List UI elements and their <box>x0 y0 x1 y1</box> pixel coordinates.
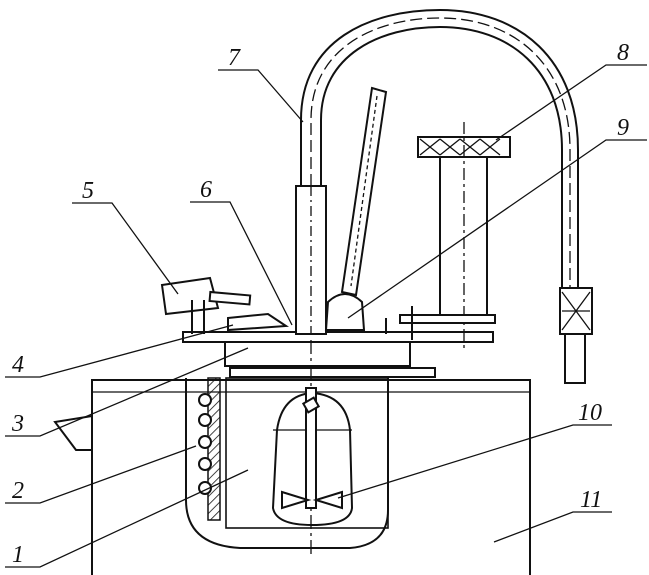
callout-2: 2 <box>12 478 24 504</box>
callout-labels: 1 2 3 4 5 6 7 8 9 10 11 <box>11 40 629 568</box>
condenser-tube <box>295 8 593 384</box>
callout-6: 6 <box>200 177 212 203</box>
heating-coil <box>198 377 221 521</box>
callout-leaders <box>5 64 647 568</box>
stirrer <box>281 340 343 555</box>
callout-7: 7 <box>228 45 241 71</box>
thermometer <box>324 86 388 331</box>
callout-8: 8 <box>617 40 629 66</box>
lid-plate <box>182 331 494 378</box>
callout-10: 10 <box>578 400 602 426</box>
callout-1: 1 <box>12 542 24 568</box>
housing-block <box>53 379 531 575</box>
callout-9: 9 <box>617 115 629 141</box>
funnel-stand <box>385 122 511 350</box>
callout-11: 11 <box>580 487 602 513</box>
callout-4: 4 <box>12 352 24 378</box>
callout-3: 3 <box>11 411 24 437</box>
callout-5: 5 <box>82 178 94 204</box>
side-inlet <box>160 276 289 334</box>
reaction-vessel <box>185 377 389 549</box>
